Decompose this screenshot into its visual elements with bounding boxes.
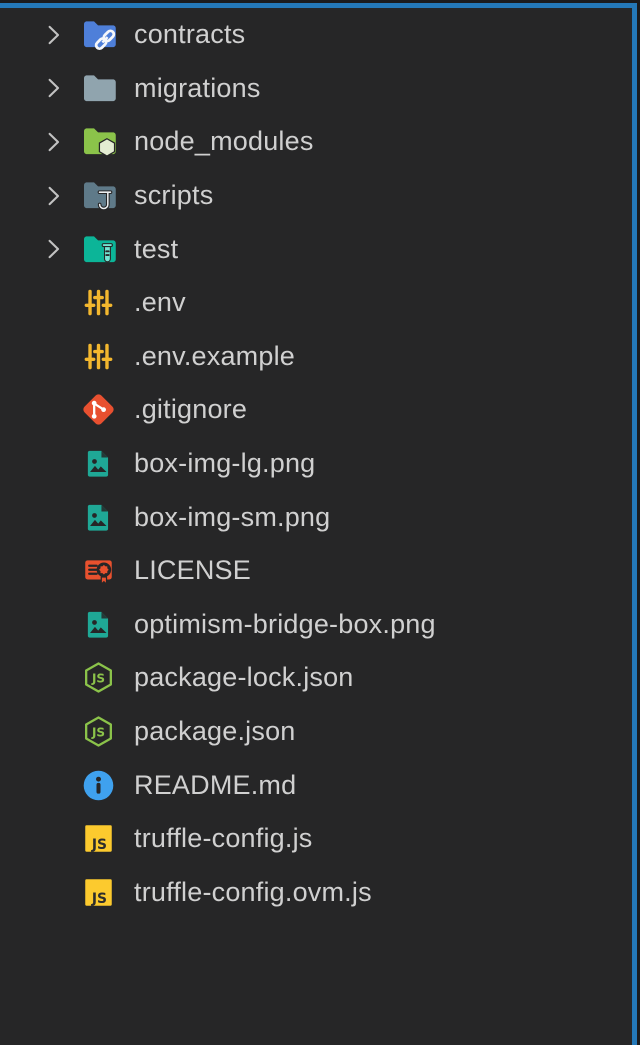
tree-item-label: LICENSE — [134, 555, 251, 586]
javascript-icon: JS — [76, 872, 120, 912]
tree-item-optimism-bridge-box.png[interactable]: optimism-bridge-box.png — [0, 598, 632, 652]
folder-contracts-icon — [76, 15, 120, 55]
certificate-icon — [76, 551, 120, 591]
image-icon — [76, 444, 120, 484]
tree-item-.gitignore[interactable]: .gitignore — [0, 383, 632, 437]
chevron-right-icon[interactable] — [30, 123, 76, 161]
chevron-spacer — [30, 873, 76, 911]
tree-item-label: box-img-lg.png — [134, 448, 316, 479]
tree-item-label: truffle-config.js — [134, 823, 313, 854]
folder-node-icon — [76, 122, 120, 162]
folder-scripts-icon — [76, 176, 120, 216]
tree-item-README.md[interactable]: README.md — [0, 758, 632, 812]
git-icon — [76, 390, 120, 430]
tree-item-label: contracts — [134, 19, 246, 50]
tree-item-label: scripts — [134, 180, 214, 211]
tree-item-label: .env.example — [134, 340, 295, 371]
chevron-spacer — [30, 552, 76, 590]
chevron-spacer — [30, 659, 76, 697]
chevron-right-icon[interactable] — [30, 177, 76, 215]
chevron-spacer — [30, 445, 76, 483]
tree-item-.env.example[interactable]: .env.example — [0, 330, 632, 384]
svg-text:JS: JS — [90, 672, 104, 686]
folder-icon — [76, 68, 120, 108]
svg-text:JS: JS — [90, 725, 104, 739]
panel-outer-edge-top — [0, 0, 640, 3]
nodejs-icon: JS — [76, 658, 120, 698]
javascript-icon: JS — [76, 819, 120, 859]
readme-icon — [76, 765, 120, 805]
tree-item-label: test — [134, 233, 179, 264]
tree-item-label: optimism-bridge-box.png — [134, 608, 436, 639]
tree-item-.env[interactable]: .env — [0, 276, 632, 330]
tree-item-package-lock.json[interactable]: JS package-lock.json — [0, 651, 632, 705]
chevron-spacer — [30, 337, 76, 375]
svg-text:JS: JS — [90, 837, 106, 853]
chevron-spacer — [30, 498, 76, 536]
tree-item-migrations[interactable]: migrations — [0, 62, 632, 116]
tree-item-box-img-lg.png[interactable]: box-img-lg.png — [0, 437, 632, 491]
panel-outer-edge-right — [637, 0, 640, 1045]
tree-item-contracts[interactable]: contracts — [0, 8, 632, 62]
image-icon — [76, 497, 120, 537]
tree-item-label: node_modules — [134, 126, 314, 157]
tree-item-label: box-img-sm.png — [134, 501, 331, 532]
chevron-spacer — [30, 391, 76, 429]
folder-test-icon — [76, 229, 120, 269]
chevron-right-icon[interactable] — [30, 16, 76, 54]
tree-item-label: truffle-config.ovm.js — [134, 876, 372, 907]
chevron-spacer — [30, 284, 76, 322]
chevron-spacer — [30, 766, 76, 804]
panel-focus-border-right — [632, 3, 637, 1045]
tree-item-label: migrations — [134, 72, 261, 103]
tree-item-scripts[interactable]: scripts — [0, 169, 632, 223]
tree-item-truffle-config.js[interactable]: JS truffle-config.js — [0, 812, 632, 866]
tree-item-label: .env — [134, 287, 186, 318]
tree-item-test[interactable]: test — [0, 222, 632, 276]
image-icon — [76, 604, 120, 644]
chevron-right-icon[interactable] — [30, 69, 76, 107]
chevron-spacer — [30, 820, 76, 858]
tree-item-label: package-lock.json — [134, 662, 354, 693]
tune-icon — [76, 283, 120, 323]
tree-item-box-img-sm.png[interactable]: box-img-sm.png — [0, 490, 632, 544]
nodejs-icon: JS — [76, 712, 120, 752]
tune-icon — [76, 336, 120, 376]
chevron-right-icon[interactable] — [30, 230, 76, 268]
tree-item-truffle-config.ovm.js[interactable]: JS truffle-config.ovm.js — [0, 866, 632, 920]
tree-item-label: .gitignore — [134, 394, 248, 425]
tree-item-package.json[interactable]: JS package.json — [0, 705, 632, 759]
tree-item-LICENSE[interactable]: LICENSE — [0, 544, 632, 598]
tree-item-label: README.md — [134, 769, 297, 800]
panel-focus-border-top — [0, 3, 640, 8]
chevron-spacer — [30, 713, 76, 751]
svg-text:JS: JS — [90, 891, 106, 907]
chevron-spacer — [30, 605, 76, 643]
tree-item-label: package.json — [134, 716, 296, 747]
tree-item-node_modules[interactable]: node_modules — [0, 115, 632, 169]
